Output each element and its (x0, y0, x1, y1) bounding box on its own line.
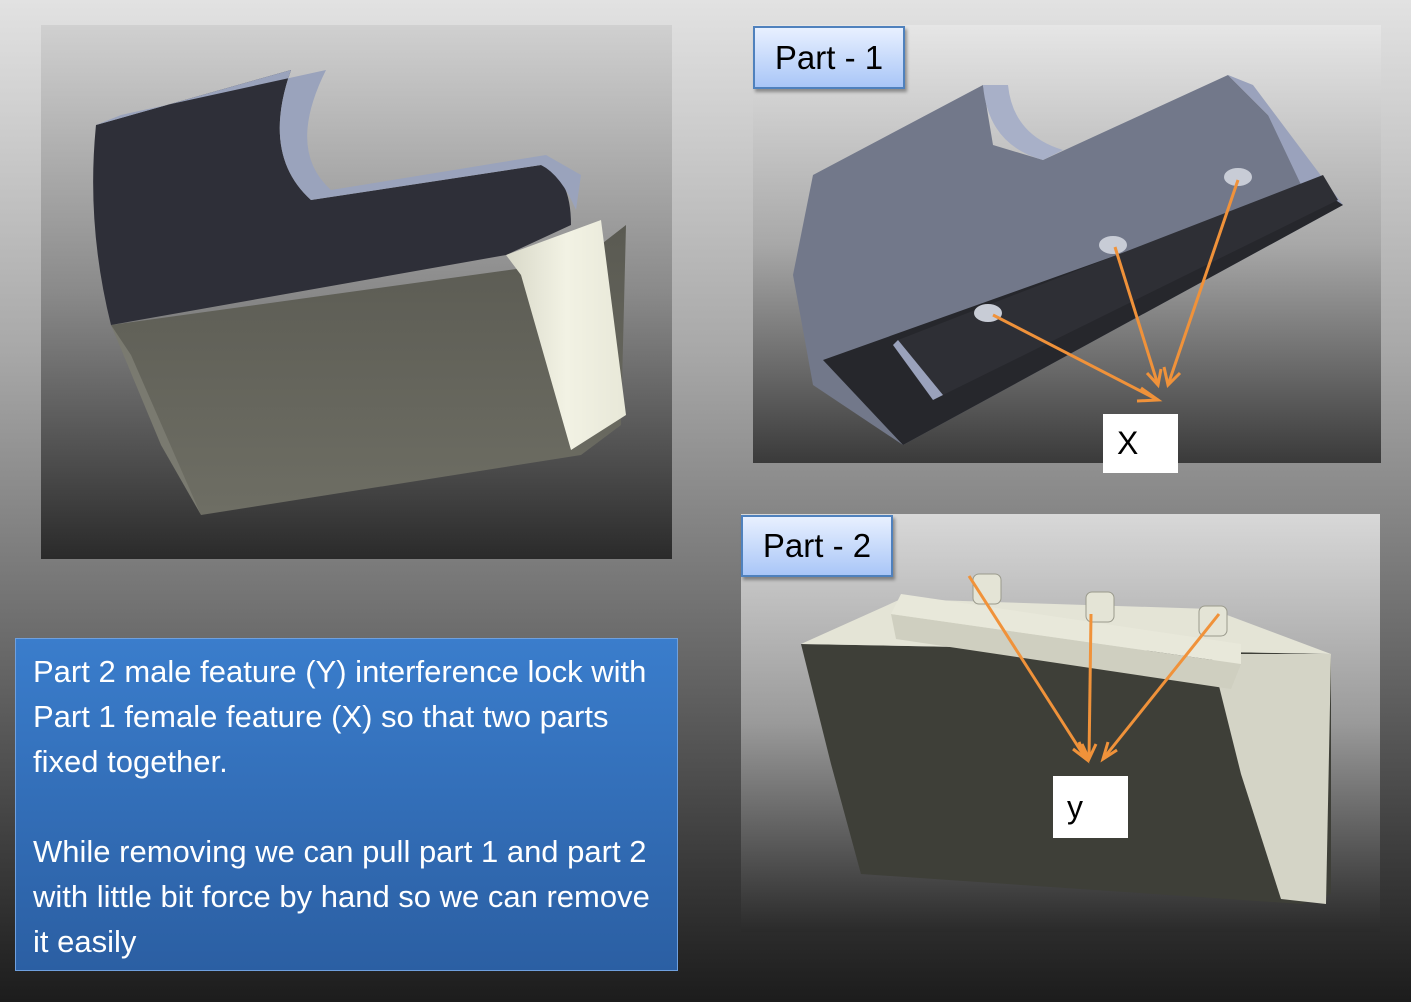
part1-render (753, 25, 1381, 463)
part2-render (741, 514, 1380, 932)
part1-label: Part - 1 (753, 26, 905, 89)
assembly-render (41, 25, 672, 559)
part2-label: Part - 2 (741, 515, 893, 577)
description-box: Part 2 male feature (Y) interference loc… (15, 638, 678, 971)
female-feature-callout: X (1103, 414, 1178, 473)
male-feature-callout: y (1053, 776, 1128, 838)
description-paragraph-1: Part 2 male feature (Y) interference loc… (33, 654, 647, 779)
description-paragraph-2: While removing we can pull part 1 and pa… (33, 834, 650, 959)
